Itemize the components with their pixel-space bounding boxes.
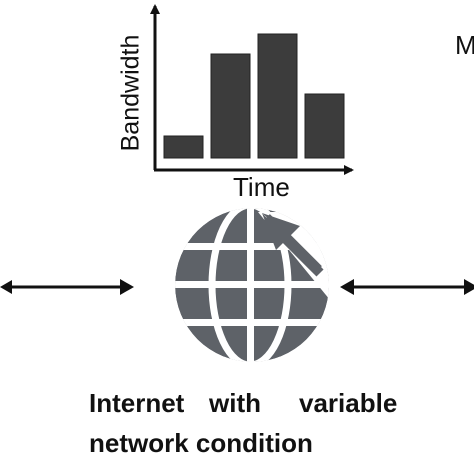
caption: Internet with variable network condition: [89, 383, 397, 463]
bar-3: [257, 33, 298, 159]
globe-icon: [175, 208, 329, 362]
caption-line-2: network condition: [89, 428, 313, 458]
bar-2: [210, 53, 251, 159]
y-axis-label: Bandwidth: [116, 34, 145, 152]
chart-bars: [163, 33, 345, 159]
chart-axes: [150, 4, 354, 175]
caption-word-variable: variable: [299, 388, 398, 418]
right-double-arrow: [340, 279, 474, 295]
bar-4: [304, 93, 345, 159]
bar-1: [163, 135, 204, 159]
x-axis-label: Time: [233, 172, 290, 202]
caption-word-internet: Internet: [89, 388, 185, 418]
caption-word-with: with: [209, 388, 261, 418]
cursor-arrow-icon: [262, 213, 324, 277]
left-double-arrow: [0, 279, 134, 295]
cut-off-label: M: [455, 30, 474, 60]
caption-line-1: Internet with variable: [89, 383, 397, 423]
